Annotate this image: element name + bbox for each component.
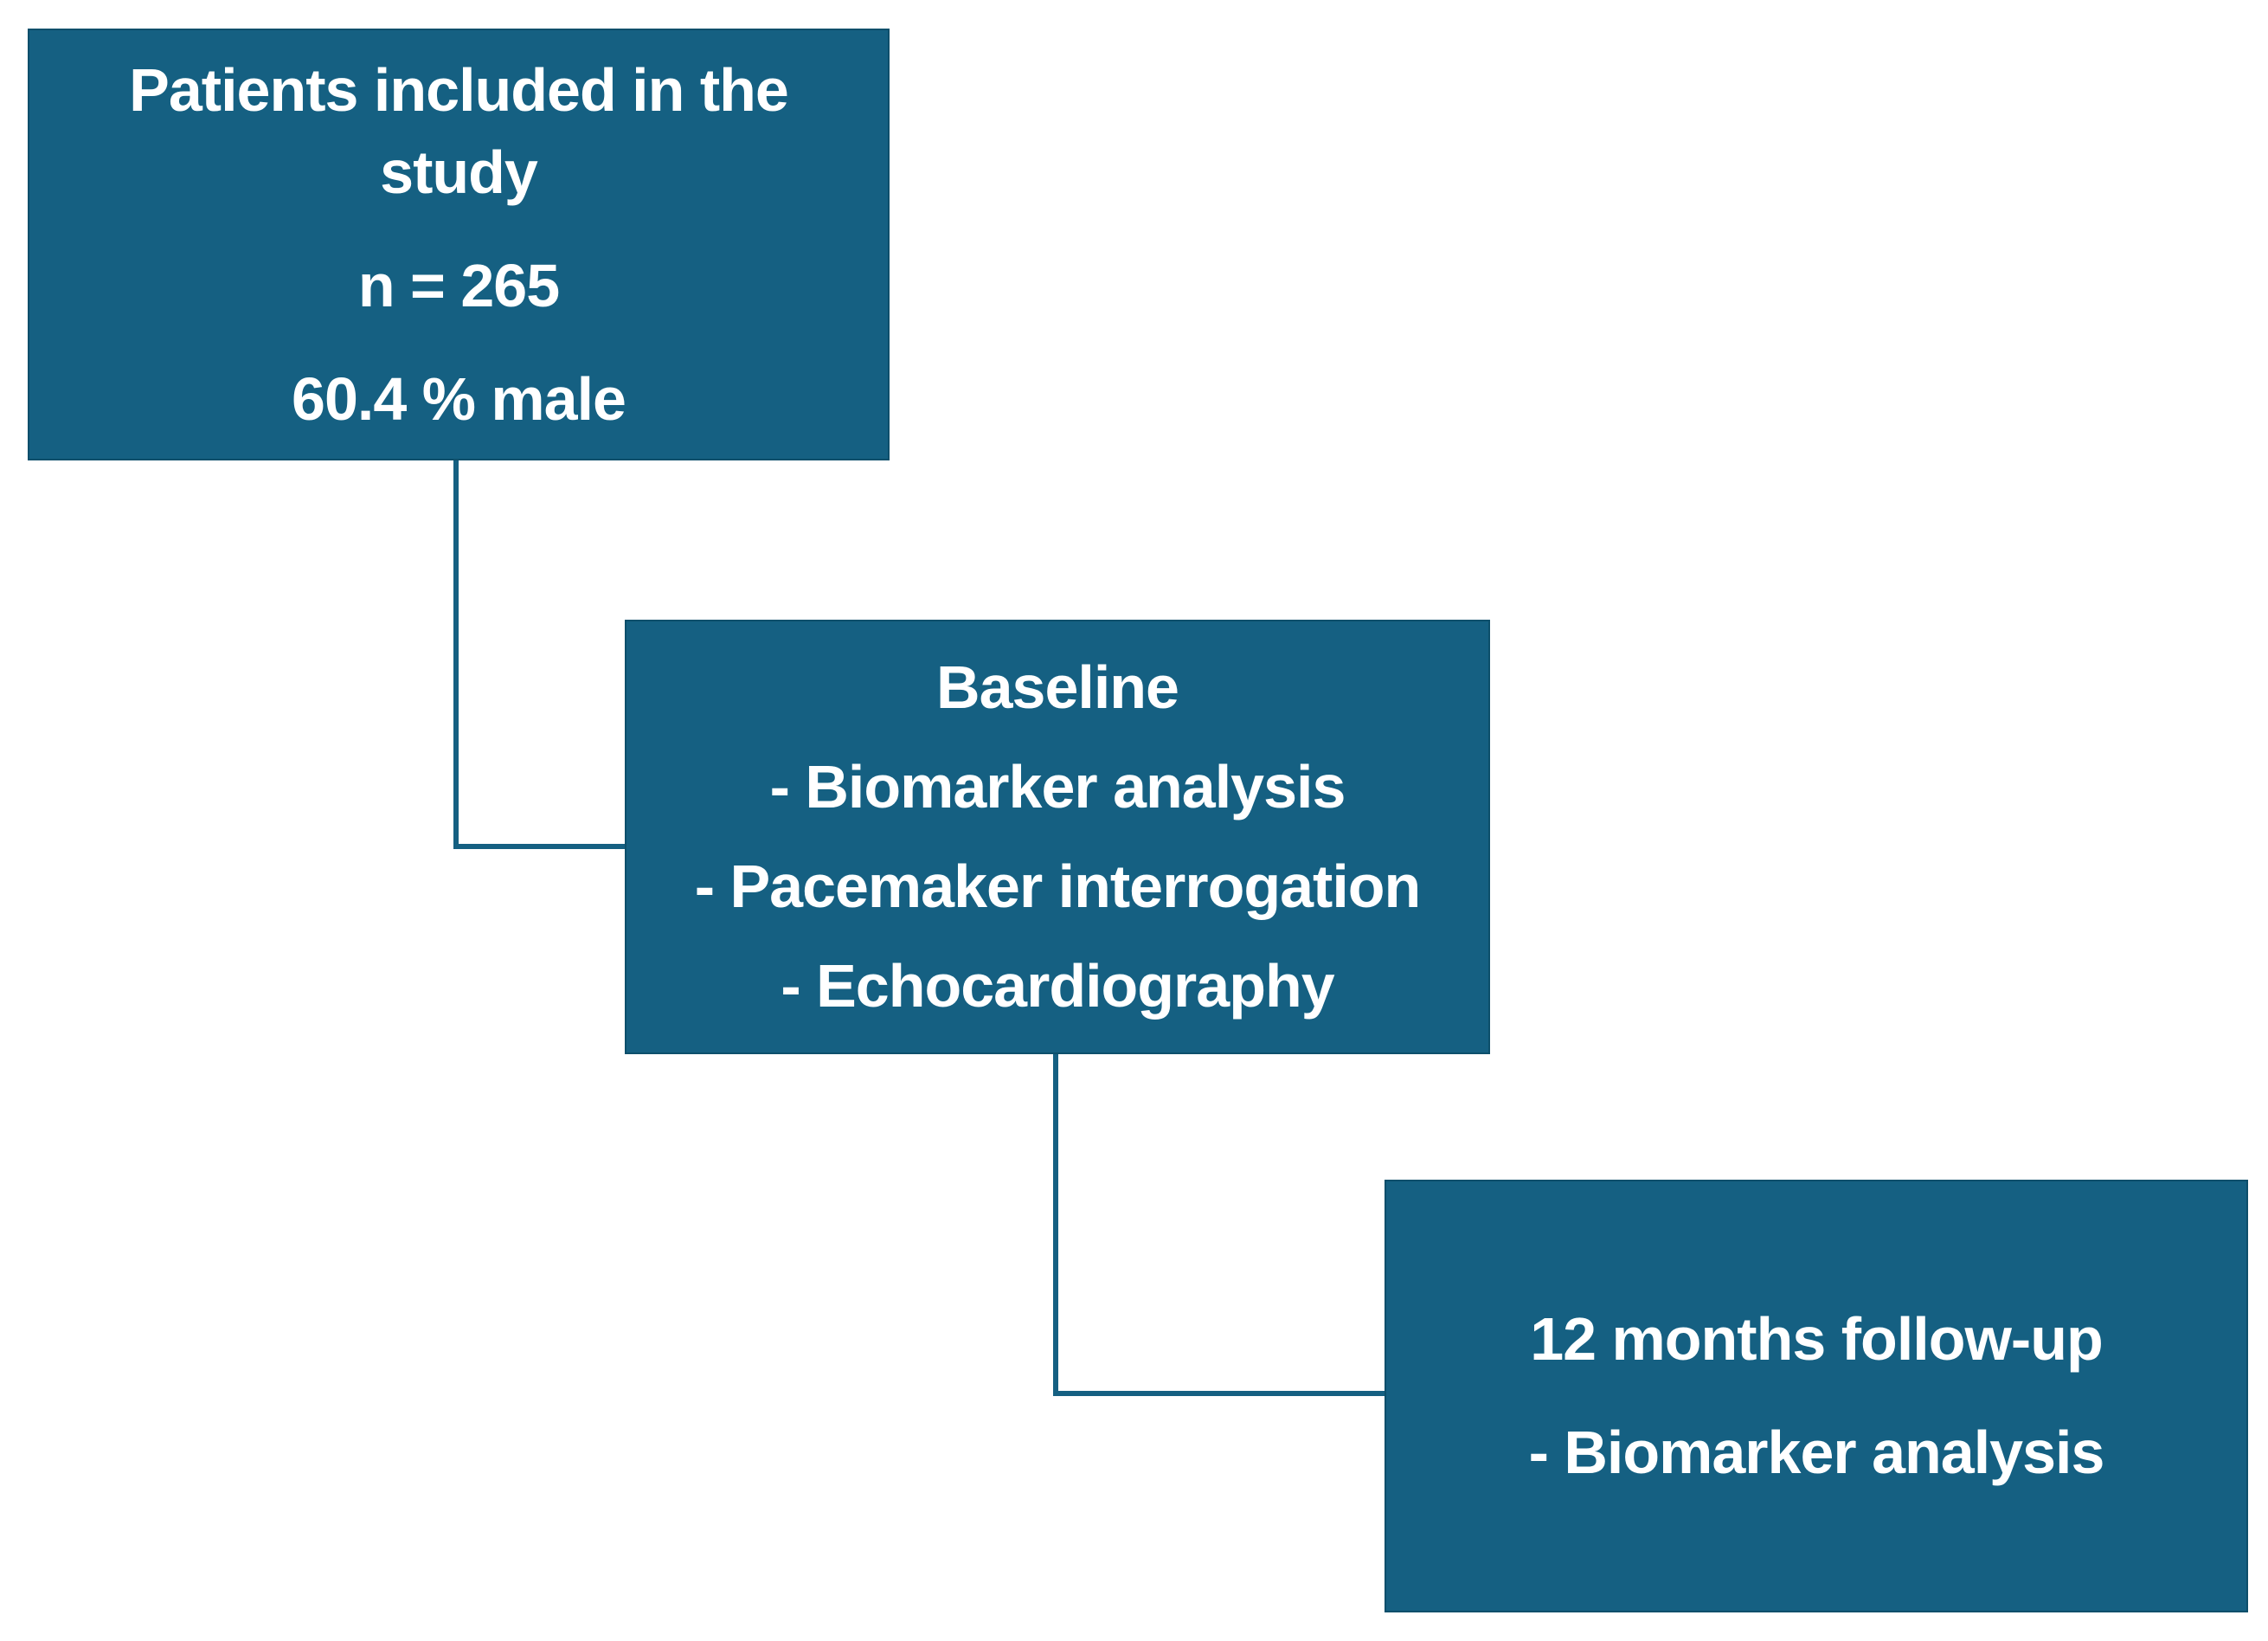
connector-patients-to-baseline-vertical-line [453, 460, 459, 849]
flow-box-patients: Patients included in the study n = 265 6… [28, 29, 890, 460]
followup-title: 12 months follow-up [1530, 1305, 2104, 1373]
connector-baseline-to-followup-vertical-line [1053, 1054, 1058, 1396]
flow-box-followup: 12 months follow-up - Biomarker analysis [1385, 1180, 2248, 1612]
followup-item-biomarker-analysis: - Biomarker analysis [1528, 1419, 2105, 1486]
patients-count: n = 265 [357, 251, 560, 319]
patients-title-line-1: Patients included in the [129, 55, 789, 124]
patients-male-percentage: 60.4 % male [292, 364, 626, 433]
baseline-item-biomarker-analysis: - Biomarker analysis [769, 753, 1346, 820]
connector-baseline-to-followup-horizontal-line [1053, 1391, 1385, 1396]
flow-box-baseline: Baseline - Biomarker analysis - Pacemake… [625, 620, 1490, 1054]
patients-title-line-2: study [380, 138, 538, 206]
baseline-title: Baseline [936, 653, 1179, 721]
baseline-item-pacemaker-interrogation: - Pacemaker interrogation [694, 853, 1422, 920]
baseline-item-echocardiography: - Echocardiography [781, 952, 1334, 1020]
connector-patients-to-baseline-horizontal-line [453, 844, 625, 849]
